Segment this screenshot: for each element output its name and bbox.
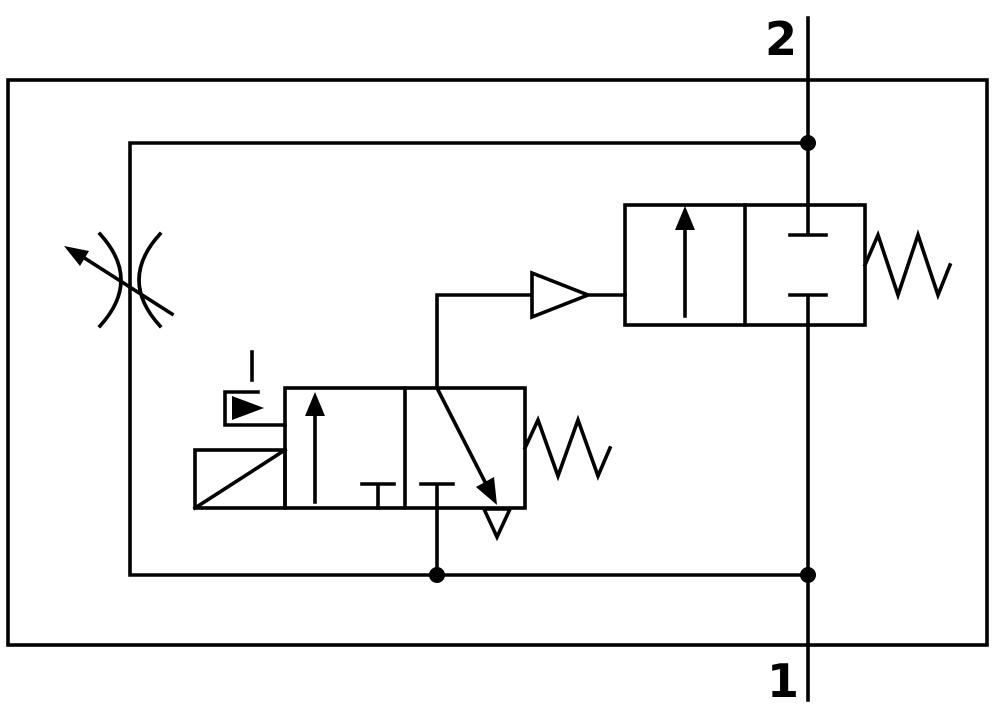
port-1-label: 1: [767, 654, 799, 708]
enclosure: [6, 78, 989, 647]
blocked-port-top: [788, 203, 828, 237]
flow-path-arrow-head: [675, 206, 695, 230]
adjustability-arrow-shaft: [83, 256, 175, 317]
pilot-signal-line: [435, 293, 534, 390]
solenoid-valve: [192, 350, 613, 577]
throttle-arc-right: [137, 231, 163, 329]
solenoid-coil-diagonal: [192, 447, 288, 511]
exhaust-path-shaft: [434, 385, 488, 485]
enclosure-outer-rect: [6, 78, 989, 647]
solenoid-valve-return-spring: [522, 414, 613, 482]
pilot-valve-return-spring: [862, 229, 953, 301]
pilot-triangle: [530, 270, 593, 320]
junction-dot-bottom: [800, 567, 816, 583]
exhaust-vent-triangle: [481, 507, 513, 542]
pilot-valve: [530, 203, 953, 327]
port-2-label: 2: [765, 12, 797, 66]
manual-override-bracket: [223, 390, 287, 427]
adjustability-arrow-head: [64, 246, 89, 266]
port-2: 2: [765, 12, 810, 207]
manual-override-arrow: [232, 396, 264, 420]
blocked-port-bottom: [788, 293, 828, 327]
internal-bypass-loop: [128, 135, 816, 583]
port-1: 1: [767, 323, 810, 708]
junction-dot-top: [800, 135, 816, 151]
solenoid-coil-box: [193, 448, 287, 510]
exhaust-path-arrow-head: [476, 477, 497, 505]
flow-control-valve: [64, 231, 175, 329]
blocked-port-right: [419, 482, 455, 510]
flow-path-arrow-head: [305, 392, 325, 416]
pilot-signal: [435, 293, 534, 390]
blocked-port-left: [360, 482, 396, 510]
bypass-loop-line: [128, 141, 810, 577]
